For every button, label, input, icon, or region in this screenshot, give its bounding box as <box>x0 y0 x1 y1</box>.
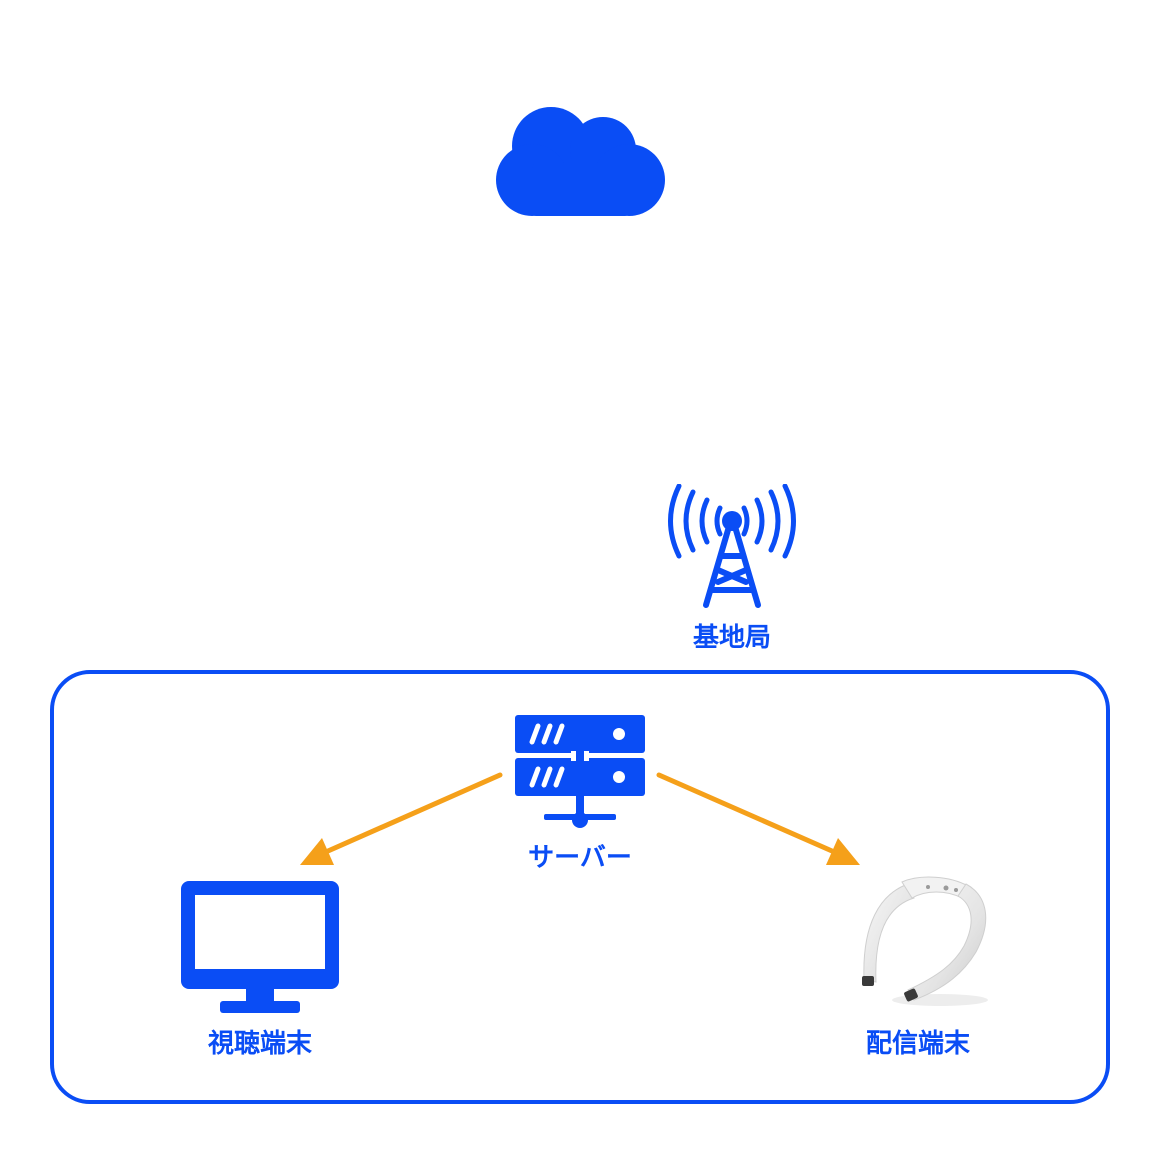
viewer-terminal-label: 視聴端末 <box>207 1029 312 1059</box>
monitor-icon <box>181 881 339 1013</box>
server-icon <box>515 715 645 828</box>
server-label: サーバー <box>528 843 632 873</box>
local-network-boundary <box>50 670 1110 1104</box>
broadcast-terminal-label: 配信端末 <box>865 1029 970 1059</box>
cell-tower-icon <box>668 484 796 608</box>
cloud-icon <box>496 107 665 216</box>
base-station-label: 基地局 <box>692 623 771 653</box>
neckband-camera-device <box>862 876 988 1006</box>
